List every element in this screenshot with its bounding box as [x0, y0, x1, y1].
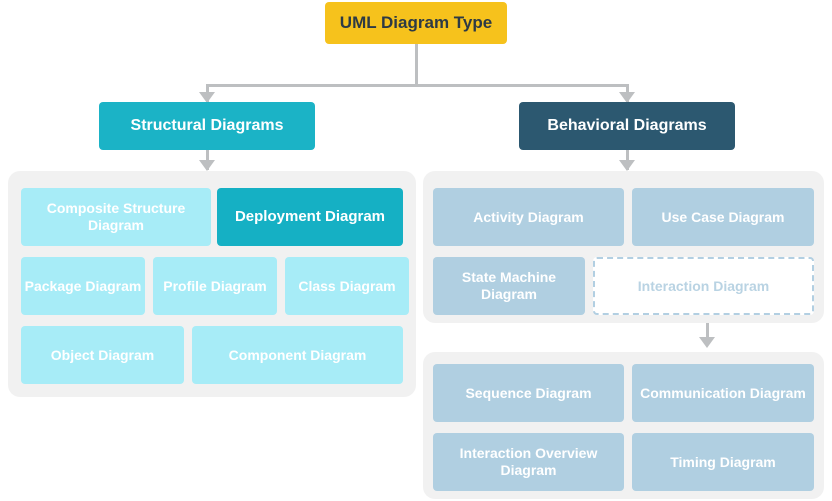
node-timing-diagram[interactable]: Timing Diagram — [632, 433, 814, 491]
node-interaction-overview-diagram[interactable]: Interaction Overview Diagram — [433, 433, 624, 491]
branch-behavioral-label: Behavioral Diagrams — [547, 116, 707, 134]
arrow-structural-panel-icon — [199, 160, 215, 171]
node-interaction-overview-diagram-label: Interaction Overview Diagram — [459, 445, 598, 478]
node-object-diagram-label: Object Diagram — [50, 346, 155, 363]
node-composite-structure-diagram[interactable]: Composite Structure Diagram — [21, 188, 211, 246]
node-state-machine-diagram[interactable]: State Machine Diagram — [433, 257, 585, 315]
arrow-to-structural-icon — [199, 92, 215, 103]
node-activity-diagram[interactable]: Activity Diagram — [433, 188, 624, 246]
arrow-behavioral-panel-icon — [619, 160, 635, 171]
node-use-case-diagram[interactable]: Use Case Diagram — [632, 188, 814, 246]
node-timing-diagram-label: Timing Diagram — [670, 453, 776, 470]
node-component-diagram-label: Component Diagram — [228, 346, 367, 363]
connector-root-bus — [206, 84, 629, 87]
node-use-case-diagram-label: Use Case Diagram — [661, 208, 785, 225]
node-sequence-diagram[interactable]: Sequence Diagram — [433, 364, 624, 422]
node-component-diagram[interactable]: Component Diagram — [192, 326, 403, 384]
behavioral-panel: Activity Diagram Use Case Diagram State … — [423, 171, 824, 323]
connector-interaction-to-panel — [706, 313, 709, 345]
root-node-label: UML Diagram Type — [339, 12, 493, 32]
branch-behavioral-diagrams[interactable]: Behavioral Diagrams — [519, 102, 735, 150]
branch-structural-label: Structural Diagrams — [130, 116, 284, 134]
node-profile-diagram-label: Profile Diagram — [163, 277, 267, 294]
node-interaction-diagram-label: Interaction Diagram — [637, 277, 770, 294]
arrow-interaction-panel-icon — [699, 337, 715, 348]
node-activity-diagram-label: Activity Diagram — [473, 208, 584, 225]
structural-panel: Composite Structure Diagram Deployment D… — [8, 171, 416, 397]
node-state-machine-diagram-label: State Machine Diagram — [461, 269, 557, 302]
node-class-diagram-label: Class Diagram — [298, 277, 396, 294]
node-deployment-diagram-label: Deployment Diagram — [234, 208, 386, 226]
node-interaction-diagram[interactable]: Interaction Diagram — [593, 257, 814, 315]
node-package-diagram-label: Package Diagram — [24, 277, 142, 294]
node-communication-diagram[interactable]: Communication Diagram — [632, 364, 814, 422]
node-object-diagram[interactable]: Object Diagram — [21, 326, 184, 384]
root-node-uml-diagram-type[interactable]: UML Diagram Type — [325, 2, 507, 44]
arrow-to-behavioral-icon — [619, 92, 635, 103]
interaction-panel: Sequence Diagram Communication Diagram I… — [423, 352, 824, 499]
node-sequence-diagram-label: Sequence Diagram — [465, 384, 592, 401]
node-class-diagram[interactable]: Class Diagram — [285, 257, 409, 315]
node-profile-diagram[interactable]: Profile Diagram — [153, 257, 277, 315]
node-deployment-diagram[interactable]: Deployment Diagram — [217, 188, 403, 246]
node-communication-diagram-label: Communication Diagram — [640, 384, 806, 401]
branch-structural-diagrams[interactable]: Structural Diagrams — [99, 102, 315, 150]
connector-root-stem — [415, 42, 418, 86]
node-package-diagram[interactable]: Package Diagram — [21, 257, 145, 315]
node-composite-structure-diagram-label: Composite Structure Diagram — [46, 200, 186, 233]
